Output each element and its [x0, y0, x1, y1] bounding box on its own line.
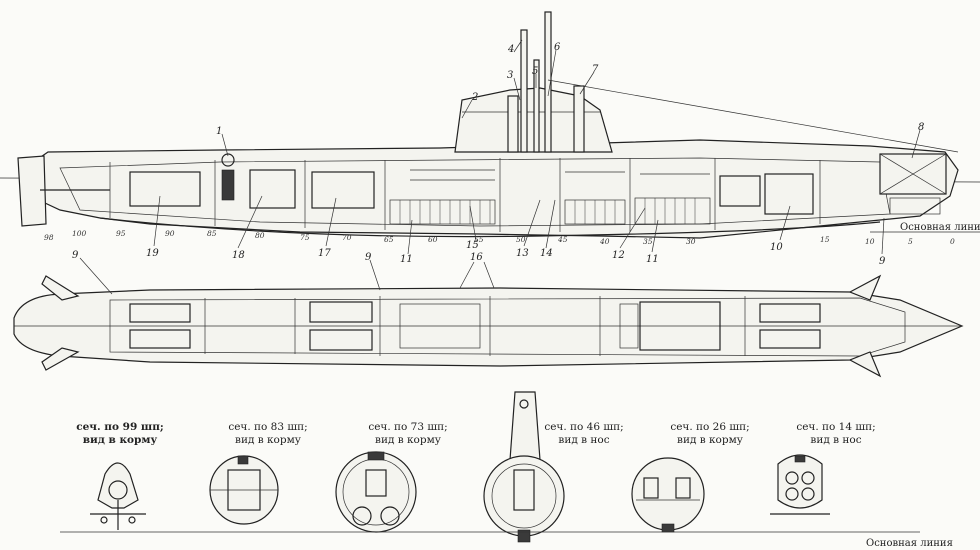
- section-caption: вид в корму: [235, 434, 302, 446]
- callout-label: 14: [540, 248, 553, 259]
- callout-label: 9: [365, 252, 372, 263]
- callout-label: 11: [400, 254, 413, 265]
- frame-scale: 98 100 95 90 85 80 75 70 65 60 55 50 45 …: [44, 229, 955, 246]
- section-14: [770, 454, 830, 515]
- section-caption: вид в нос: [558, 434, 609, 446]
- section-caption: сеч. по 99 шп;: [76, 421, 164, 433]
- callout-label: 19: [146, 248, 159, 259]
- callout-label: 18: [232, 250, 245, 261]
- callout-label: 16: [470, 252, 483, 263]
- section-99: [90, 462, 146, 530]
- section-caption: сеч. по 73 шп;: [368, 421, 447, 433]
- plan-view: [13, 274, 964, 378]
- frame-number: 40: [599, 237, 610, 246]
- frame-number: 45: [557, 235, 568, 244]
- callout-label: 17: [318, 248, 331, 259]
- section-caption: сеч. по 46 шп;: [544, 421, 623, 433]
- frame-number: 95: [116, 229, 126, 238]
- callout-label: 6: [554, 42, 561, 53]
- section-26: [631, 457, 705, 533]
- callout-label: 9: [879, 256, 886, 267]
- frame-number: 50: [516, 235, 526, 244]
- frame-number: 65: [384, 235, 394, 244]
- callout-label: 7: [592, 64, 599, 75]
- section-caption: вид в корму: [375, 434, 442, 446]
- frame-number: 80: [255, 231, 265, 240]
- frame-number: 15: [820, 235, 830, 244]
- frame-number: 5: [908, 237, 913, 246]
- section-46: [483, 391, 565, 543]
- frame-number: 30: [686, 237, 696, 246]
- callout-label: 10: [770, 242, 783, 253]
- cross-sections: сеч. по 99 шп; вид в корму сеч. по 83 шп…: [60, 391, 953, 549]
- plan-hull: [13, 287, 964, 367]
- callout-label: 1: [216, 126, 222, 137]
- section-caption: вид в нос: [810, 434, 861, 446]
- callout-label: 4: [507, 44, 514, 55]
- section-caption: сеч. по 83 шп;: [228, 421, 307, 433]
- section-caption: вид в корму: [83, 434, 158, 446]
- frame-number: 35: [643, 237, 653, 246]
- frame-number: 55: [474, 235, 484, 244]
- callout-label: 3: [507, 70, 513, 81]
- frame-number: 98: [44, 233, 54, 242]
- callout-label: 15: [466, 240, 479, 251]
- section-caption: вид в корму: [677, 434, 744, 446]
- frame-number: 0: [950, 237, 955, 246]
- callout-label: 11: [646, 254, 659, 265]
- frame-number: 85: [207, 229, 217, 238]
- callouts: 1 2 3 4 5 6 7 8 9 9 9 10 11 11 12 13 14 …: [72, 39, 924, 295]
- frame-number: 70: [342, 233, 352, 242]
- section-73: [335, 451, 417, 533]
- baseline-label: Основная линия: [866, 538, 953, 549]
- frame-number: 60: [428, 235, 438, 244]
- callout-label: 13: [516, 248, 529, 259]
- frame-number: 100: [72, 229, 87, 238]
- section-caption: сеч. по 26 шп;: [670, 421, 749, 433]
- side-view: 98 100 95 90 85 80 75 70 65 60 55 50 45 …: [0, 11, 980, 246]
- callout-label: 12: [612, 250, 625, 261]
- frame-number: 75: [300, 233, 310, 242]
- callout-label: 8: [918, 122, 924, 133]
- callout-label: 5: [532, 66, 538, 77]
- callout-label: 9: [72, 250, 79, 261]
- callout-label: 2: [471, 92, 478, 103]
- section-83: [209, 455, 279, 525]
- baseline-label: Основная линия: [900, 222, 980, 233]
- frame-number: 90: [165, 229, 175, 238]
- section-caption: сеч. по 14 шп;: [796, 421, 875, 433]
- frame-number: 10: [865, 237, 875, 246]
